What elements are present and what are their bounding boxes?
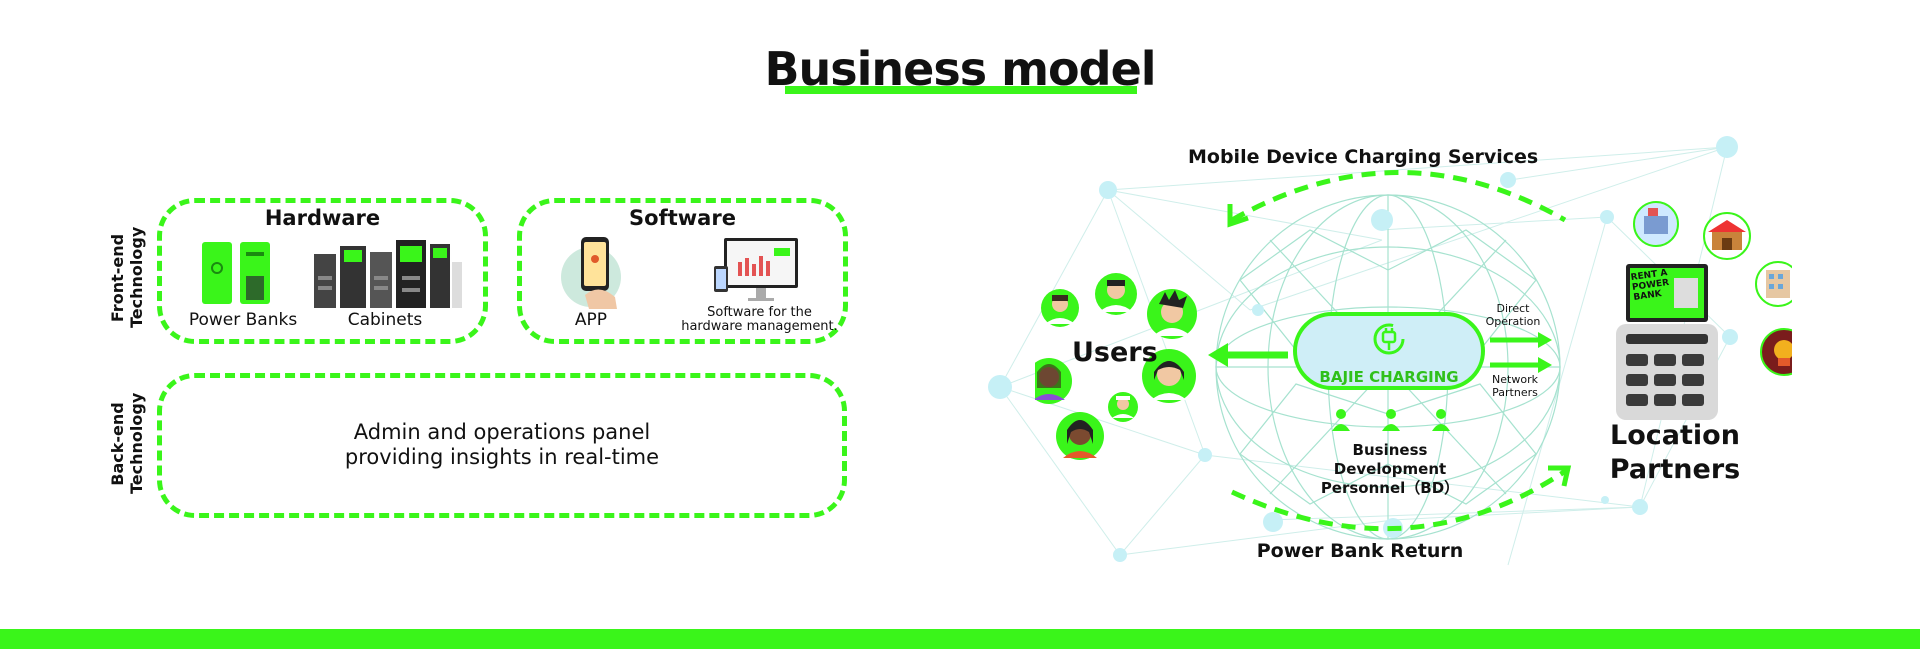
- kiosk-icon: [1616, 264, 1718, 420]
- backend-text-line-1: Admin and operations panel: [353, 420, 651, 444]
- software-monitor-image: [714, 238, 798, 301]
- bd-label-line-1: Business Development: [1333, 441, 1447, 478]
- front-end-line-2: Technology: [127, 226, 146, 328]
- brand-name: BAJIE CHARGING: [1319, 368, 1459, 386]
- direct-operation-line-2: Operation: [1485, 315, 1541, 328]
- app-phone-image: [561, 237, 621, 309]
- cabinets-image: [314, 240, 462, 308]
- network-partners-label: Network Partners: [1480, 373, 1550, 399]
- front-end-label: Front-end Technology: [108, 226, 148, 328]
- power-banks-label: Power Banks: [188, 310, 298, 330]
- charging-plug-icon: [1373, 323, 1405, 355]
- location-partners-label: Location Partners: [1605, 419, 1745, 487]
- bd-person-icons: [1332, 409, 1450, 431]
- bd-label: Business Development Personnel（BD）: [1300, 441, 1480, 498]
- software-label-line-2: hardware management.: [681, 319, 838, 334]
- hardware-box: [157, 198, 488, 344]
- location-icons: [1633, 201, 1792, 376]
- cabinets-label: Cabinets: [347, 310, 423, 330]
- bd-label-line-2: Personnel（BD）: [1320, 479, 1460, 497]
- backend-box: [157, 373, 847, 518]
- partners-label-line-2: Partners: [1609, 454, 1741, 485]
- power-banks-image: [202, 242, 270, 304]
- network-partners-line-2: Partners: [1492, 386, 1538, 399]
- partners-label-line-1: Location: [1610, 420, 1740, 451]
- front-end-line-1: Front-end: [108, 233, 127, 323]
- app-label: APP: [574, 310, 608, 330]
- software-management-label: Software for the hardware management.: [672, 306, 847, 334]
- title-underline: [785, 86, 1137, 94]
- network-partners-line-1: Network: [1492, 373, 1538, 386]
- users-avatars: [1035, 273, 1197, 460]
- software-label-line-1: Software for the: [707, 305, 812, 320]
- back-end-label: Back-end Technology: [108, 392, 148, 494]
- back-end-line-2: Technology: [127, 392, 146, 494]
- users-label: Users: [1072, 337, 1158, 368]
- backend-text-line-2: providing insights in real-time: [344, 445, 660, 469]
- direct-operation-line-1: Direct: [1496, 302, 1530, 315]
- direct-operation-label: Direct Operation: [1478, 302, 1548, 328]
- software-box: [517, 198, 848, 344]
- backend-description: Admin and operations panel providing ins…: [157, 420, 847, 470]
- page-title: Business model: [764, 42, 1156, 96]
- bottom-accent-bar: [0, 629, 1920, 649]
- hardware-title: Hardware: [264, 206, 381, 230]
- power-bank-return-label: Power Bank Return: [1256, 540, 1464, 562]
- charging-services-label: Mobile Device Charging Services: [1188, 146, 1539, 168]
- back-end-line-1: Back-end: [108, 402, 127, 486]
- software-title: Software: [629, 206, 736, 230]
